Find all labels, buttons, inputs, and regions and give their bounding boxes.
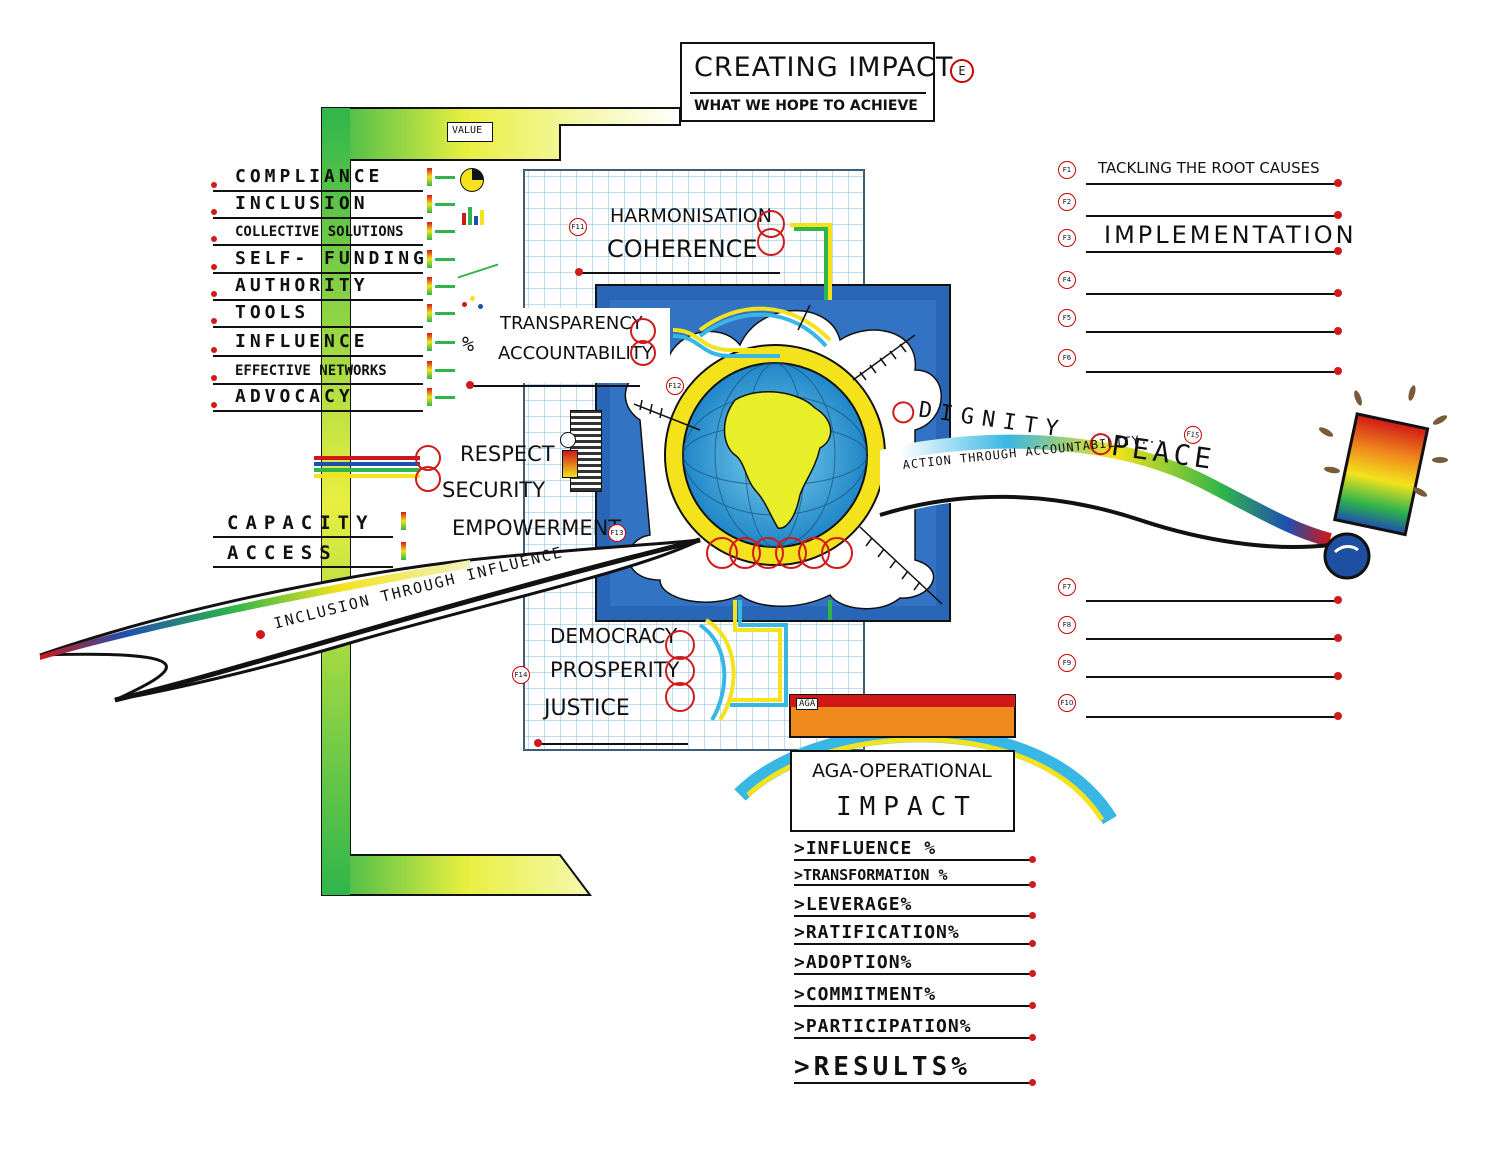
- exclamation-icon: [427, 361, 432, 379]
- exclamation-icon: [427, 222, 432, 240]
- right-list-item: F7: [1058, 572, 1343, 604]
- operational-list-item: >RESULTS%: [794, 1052, 1036, 1086]
- f-code-badge: F2: [1058, 193, 1076, 211]
- f12-code: F12: [666, 377, 684, 395]
- right-list-item: F8: [1058, 610, 1343, 642]
- exclamation-icon: [427, 168, 432, 186]
- aga-tag: AGA: [796, 698, 819, 710]
- f-code-badge: F6: [1058, 349, 1076, 367]
- header-badge: E: [950, 59, 974, 83]
- lower-list-item: ACCESS: [213, 540, 406, 568]
- f13-block: RESPECT SECURITY EMPOWERMENT F13: [410, 440, 640, 560]
- right-list-text: TACKLING THE ROOT CAUSES: [1098, 159, 1320, 177]
- f14-line-1: DEMOCRACY: [550, 624, 678, 648]
- pie-chart-icon: [460, 168, 484, 192]
- f-code-badge: F10: [1058, 694, 1076, 712]
- exclamation-icon: [427, 388, 432, 406]
- exclamation-icon: [401, 512, 406, 530]
- f-code-badge: F8: [1058, 616, 1076, 634]
- right-list-item: F2: [1058, 187, 1343, 219]
- value-list-item: SELF- FUNDING: [211, 246, 455, 274]
- operational-list-item: >PARTICIPATION%: [794, 1016, 1036, 1041]
- operational-title-2: IMPACT: [836, 792, 978, 822]
- exclamation-icon: [427, 195, 432, 213]
- f-code-badge: F3: [1058, 229, 1076, 247]
- right-list-item: F9: [1058, 648, 1343, 680]
- person-at-podium-icon: [560, 410, 602, 505]
- value-list-item: COMPLIANCE: [211, 164, 455, 192]
- value-list-item: COLLECTIVE SOLUTIONS: [211, 218, 455, 246]
- f-code-badge: F5: [1058, 309, 1076, 327]
- right-list-item: F3 IMPLEMENTATION: [1058, 221, 1354, 255]
- f-code-badge: F7: [1058, 578, 1076, 596]
- value-list-item: ADVOCACY: [211, 384, 455, 412]
- operational-list-item: >TRANSFORMATION %: [794, 866, 1036, 888]
- page-title: CREATING IMPACT: [694, 52, 954, 83]
- page-subtitle: WHAT WE HOPE TO ACHIEVE: [694, 98, 918, 114]
- operational-list: >INFLUENCE % >TRANSFORMATION % >LEVERAGE% >…: [790, 838, 1036, 1100]
- operational-title-box: AGA-OPERATIONAL IMPACT: [790, 750, 1015, 832]
- f-code-badge: F9: [1058, 654, 1076, 672]
- f11-code: F11: [569, 218, 587, 236]
- f11-block: F11 HARMONISATION COHERENCE: [565, 200, 795, 280]
- right-list-item: F5: [1058, 303, 1343, 335]
- bar-chart-icon: [460, 205, 486, 225]
- value-list-item: TOOLS: [211, 300, 455, 328]
- f-code-badge: F1: [1058, 161, 1076, 179]
- operational-list-item: >COMMITMENT%: [794, 984, 1036, 1009]
- f13-line-1: RESPECT: [460, 442, 555, 466]
- f12-block: TRANSPARENCY ACCOUNTABILITY: [490, 308, 670, 383]
- value-list-item: INCLUSION: [211, 191, 455, 219]
- header-box: CREATING IMPACT WHAT WE HOPE TO ACHIEVE: [680, 42, 952, 122]
- influence-percent-icon: %: [462, 332, 475, 356]
- f14-line-3: JUSTICE: [544, 696, 630, 721]
- f13-line-2: SECURITY: [442, 478, 546, 502]
- f13-code: F13: [608, 524, 626, 542]
- f11-line-2: COHERENCE: [607, 235, 758, 263]
- right-list-text: IMPLEMENTATION: [1104, 221, 1357, 249]
- value-list-item: AUTHORITY: [211, 273, 455, 301]
- f12-line-2: ACCOUNTABILITY: [498, 343, 653, 364]
- f-code-badge: F4: [1058, 271, 1076, 289]
- right-list-item: F1 TACKLING THE ROOT CAUSES: [1058, 155, 1343, 187]
- exclamation-icon: [401, 542, 406, 560]
- f13-line-3: EMPOWERMENT: [452, 516, 622, 540]
- right-list-item: F4: [1058, 265, 1343, 297]
- f12-line-1: TRANSPARENCY: [500, 313, 643, 334]
- right-list-item: F6: [1058, 343, 1343, 375]
- exclamation-icon: [427, 304, 432, 322]
- operational-list-item: >ADOPTION%: [794, 952, 1036, 977]
- f14-code: F14: [512, 666, 530, 684]
- exclamation-icon: [427, 250, 432, 268]
- scatter-icon: [460, 292, 486, 312]
- operational-list-item: >RATIFICATION%: [794, 922, 1036, 947]
- lower-list-item: CAPACITY: [213, 510, 406, 538]
- value-tag: VALUE: [447, 122, 493, 142]
- exclamation-icon: [427, 277, 432, 295]
- right-list-item: F10: [1058, 688, 1343, 720]
- value-tag-label: VALUE: [452, 125, 483, 136]
- operational-title-1: AGA-OPERATIONAL: [812, 760, 992, 782]
- operational-list-item: >LEVERAGE%: [794, 894, 1036, 919]
- value-list-item: EFFECTIVE NETWORKS: [211, 357, 455, 385]
- exclamation-icon: [427, 333, 432, 351]
- value-list-item: INFLUENCE: [211, 329, 455, 357]
- operational-list-item: >INFLUENCE %: [794, 838, 1036, 863]
- f14-line-2: PROSPERITY: [550, 658, 680, 682]
- f14-block: DEMOCRACY PROSPERITY JUSTICE F14: [510, 620, 710, 750]
- f11-line-1: HARMONISATION: [610, 205, 772, 227]
